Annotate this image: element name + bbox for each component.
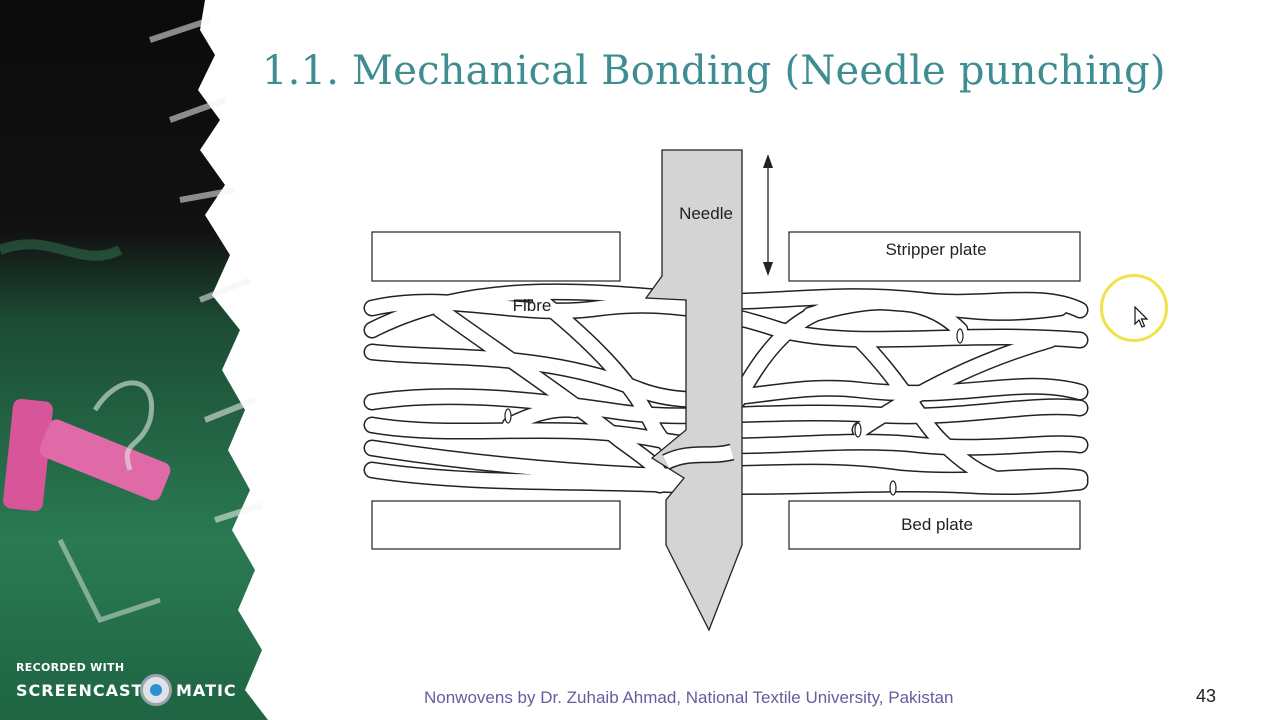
watermark-brand-left: SCREENCAST [16,681,144,700]
page-number: 43 [1196,686,1217,706]
bed-plate [788,500,1081,550]
needle [644,149,743,632]
needle-punching-diagram: Needle Stripper plate Fibre Bed plate [363,149,1089,632]
left-bed-plate [371,500,621,550]
slide-footer: Nonwovens by Dr. Zuhaib Ahmad, National … [424,688,954,707]
cursor-highlight-ring [1100,274,1168,342]
mouse-pointer-icon [1134,306,1149,328]
chalkboard-decoration [0,0,268,720]
left-stripper-plate [371,231,621,282]
watermark-recorded-with: RECORDED WITH [16,661,125,674]
bed-plate-label: Bed plate [901,515,973,534]
needle-motion-arrow [763,154,773,276]
chalk-stick-pink [3,399,171,511]
needle-label: Needle [679,204,733,223]
fibre-label: Fibre [513,296,552,315]
stripper-plate [788,231,1081,282]
screencast-watermark: RECORDED WITH SCREENCAST MATIC [16,660,246,712]
stripper-plate-label: Stripper plate [885,240,986,259]
screencast-o-matic-logo-icon [140,674,172,706]
slide-title: 1.1. Mechanical Bonding (Needle punching… [262,48,1166,94]
watermark-brand-right: MATIC [176,681,237,700]
